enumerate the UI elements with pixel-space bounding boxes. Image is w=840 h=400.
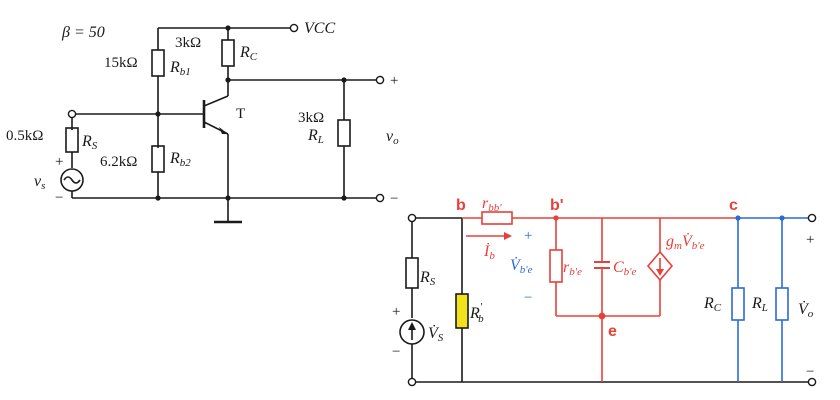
lower-vo-plus: + xyxy=(806,232,814,248)
lower-red-network xyxy=(462,211,738,382)
ib-label: İb xyxy=(483,242,495,262)
rb2-label: Rb2 xyxy=(169,150,191,169)
vo-minus: − xyxy=(390,191,398,207)
upper-terminals xyxy=(67,23,385,203)
rs-value: 0.5kΩ xyxy=(6,128,43,144)
lower-vs-minus: − xyxy=(392,344,400,360)
rs-label: RS xyxy=(81,133,98,152)
beta-label: β = 50 xyxy=(61,24,105,41)
lower-vs-arrow-icon xyxy=(408,322,416,340)
rbe-label: rb'e xyxy=(563,259,582,278)
vbe-plus: + xyxy=(524,228,532,244)
vo-label: vo xyxy=(386,128,399,147)
vs-minus: − xyxy=(55,190,63,206)
rb2-resistor xyxy=(151,145,165,173)
rb1-resistor xyxy=(151,49,165,77)
rb2-value: 6.2kΩ xyxy=(100,154,137,170)
vs-label: vs xyxy=(34,173,45,192)
ib-arrow-icon xyxy=(466,232,512,240)
vo-plus: + xyxy=(390,73,398,89)
rbb-label: rbb' xyxy=(482,195,502,214)
lower-rl-label: RL xyxy=(751,295,768,314)
rc-resistor xyxy=(221,39,235,67)
lower-blue-network xyxy=(731,217,808,382)
lower-terminals xyxy=(407,213,817,387)
cbe-label: Cb'e xyxy=(613,259,637,278)
rc-value: 3kΩ xyxy=(175,35,201,51)
lower-rc-resistor xyxy=(731,287,745,321)
lower-rs-resistor xyxy=(405,257,419,289)
transistor-label: T xyxy=(236,106,245,122)
emitter-arrow-icon xyxy=(219,127,228,134)
lower-vo-label: V̇o xyxy=(798,301,814,320)
lower-vo-minus: − xyxy=(806,364,814,380)
node-b-label: b xyxy=(456,197,466,214)
upper-junctions xyxy=(155,25,347,201)
lower-rl-resistor xyxy=(775,287,789,321)
gm-label: gmV̇b'e xyxy=(666,233,705,252)
node-e-label: e xyxy=(608,323,617,340)
rb1-label: Rb1 xyxy=(169,59,191,78)
lower-vs-plus: + xyxy=(392,304,400,320)
vbe-minus: − xyxy=(524,290,532,306)
lower-rb-label: R'b xyxy=(469,301,484,325)
lower-blue-junctions xyxy=(735,215,785,221)
rl-value: 3kΩ xyxy=(298,110,324,126)
vbe-label: V̇b'e xyxy=(510,257,533,276)
rs-resistor xyxy=(65,127,79,153)
gm-arrow-icon xyxy=(656,269,664,276)
rl-label: RL xyxy=(307,127,324,146)
vcc-label: VCC xyxy=(304,20,335,37)
lower-rs-label: RS xyxy=(419,269,436,288)
lower-rc-label: RC xyxy=(703,295,722,314)
rc-label: RC xyxy=(239,44,258,63)
rl-resistor xyxy=(337,119,351,147)
lower-rb-prime-resistor xyxy=(455,293,469,329)
lower-red-junctions xyxy=(553,215,606,320)
vs-plus: + xyxy=(55,154,63,170)
node-bprime-label: b' xyxy=(550,197,564,214)
node-c-label: c xyxy=(729,197,738,214)
upper-circuit xyxy=(60,27,376,224)
lower-vs-label: V̇S xyxy=(428,325,444,344)
rb1-value: 15kΩ xyxy=(104,55,138,71)
rbe-resistor xyxy=(549,249,563,283)
lower-source-side xyxy=(399,217,808,383)
